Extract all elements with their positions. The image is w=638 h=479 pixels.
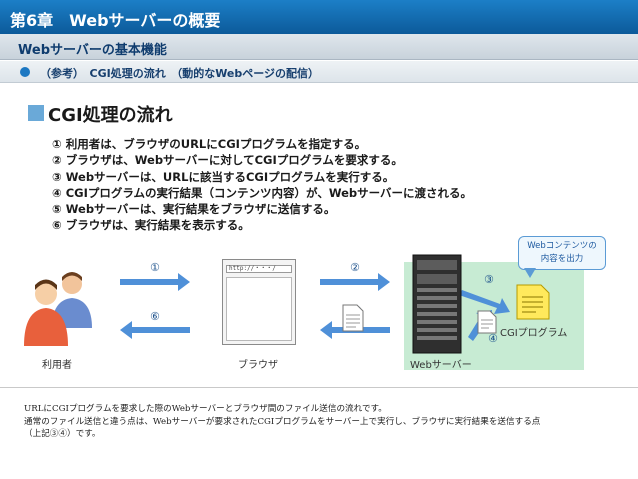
- arrow-1-icon: [120, 273, 190, 291]
- user-left-icon: [24, 279, 68, 346]
- browser-window: http://・・・/: [222, 259, 296, 345]
- callout-line-2: 内容を出力: [540, 254, 584, 264]
- step-item: ④ CGIプログラムの実行結果（コンテンツ内容）が、Webサーバーに渡される。: [52, 185, 473, 200]
- section-title: Webサーバーの基本機能: [18, 43, 167, 58]
- step-item: ③ Webサーバーは、URLに該当するCGIプログラムを実行する。: [52, 169, 395, 184]
- cgi-program-label: CGIプログラム: [500, 328, 568, 339]
- chapter-title: 第6章 Webサーバーの概要: [10, 11, 221, 30]
- step-item: ① 利用者は、ブラウザのURLにCGIプログラムを指定する。: [52, 137, 367, 151]
- arrow-label-1: ①: [150, 261, 160, 274]
- arrow-label-3: ③: [484, 273, 494, 286]
- topic-bar: （参考） CGI処理の流れ （動的なWebページの配信）: [0, 61, 638, 83]
- arrow-label-6: ⑥: [150, 310, 160, 323]
- arrow-2-icon: [320, 273, 390, 291]
- title-bar: 第6章 Webサーバーの概要: [0, 0, 638, 34]
- cgi-program-icon: [477, 310, 497, 334]
- step-item: ② ブラウザは、Webサーバーに対してCGIプログラムを要求する。: [52, 153, 403, 168]
- arrow-label-4: ④: [488, 332, 498, 345]
- output-document-icon: [516, 284, 550, 320]
- output-callout: Webコンテンツの 内容を出力: [518, 236, 606, 270]
- callout-line-1: Webコンテンツの: [527, 241, 597, 251]
- bullet-icon: [20, 67, 30, 77]
- caption-line-3: （上記③④）です。: [24, 429, 101, 439]
- caption-line-2: 通常のファイル送信と違う点は、Webサーバーが要求されたCGIプログラムをサーバ…: [24, 416, 541, 427]
- topic-text: （参考） CGI処理の流れ （動的なWebページの配信）: [40, 67, 320, 80]
- heading-square-icon: [28, 105, 44, 121]
- step-list: ① 利用者は、ブラウザのURLにCGIプログラムを指定する。 ② ブラウザは、W…: [52, 136, 472, 234]
- arrow-label-2: ②: [350, 261, 360, 274]
- server-icon: [412, 254, 462, 354]
- caption-line-1: URLにCGIプログラムを要求した際のWebサーバーとブラウザ間のファイル送信の…: [24, 404, 387, 414]
- slide: 第6章 Webサーバーの概要 Webサーバーの基本機能 （参考） CGI処理の流…: [0, 0, 638, 388]
- document-icon: [342, 304, 364, 332]
- browser-url: http://・・・/: [229, 265, 276, 272]
- server-label: Webサーバー: [410, 360, 472, 371]
- arrow-6-icon: [120, 321, 190, 339]
- browser-address-bar: http://・・・/: [226, 265, 292, 273]
- arrow-3-icon: [459, 290, 510, 314]
- caption: URLにCGIプログラムを要求した際のWebサーバーとブラウザ間のファイル送信の…: [24, 403, 614, 441]
- subtitle-bar: Webサーバーの基本機能: [0, 34, 638, 60]
- cgi-flow-diagram: 利用者 ① ⑥ ② ⑤ ③ ④ http://・・・/ ブラウザ: [0, 236, 638, 387]
- content-heading: CGI処理の流れ: [48, 105, 173, 126]
- browser-page: [226, 277, 292, 341]
- browser-label: ブラウザ: [238, 360, 278, 371]
- step-item: ⑥ ブラウザは、実行結果を表示する。: [52, 218, 250, 233]
- callout-tail: [524, 268, 536, 278]
- step-item: ⑤ Webサーバーは、実行結果をブラウザに送信する。: [52, 202, 336, 217]
- user-label: 利用者: [42, 360, 72, 371]
- users-icon: [24, 272, 92, 346]
